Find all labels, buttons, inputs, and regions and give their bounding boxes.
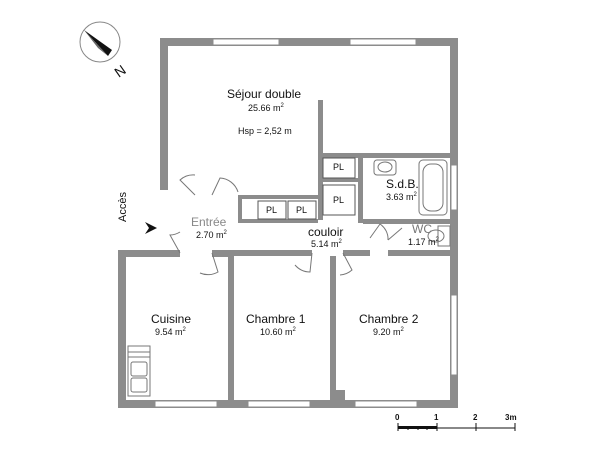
- room-area-couloir: 5.14 m2: [311, 239, 342, 249]
- scale-tick-label: 0: [395, 413, 400, 422]
- closet-label: PL: [333, 195, 345, 205]
- room-area-wc: 1.17 m2: [408, 237, 439, 247]
- room-area-chambre1: 10.60 m2: [260, 327, 296, 337]
- scale-tick-label: 3m: [505, 413, 517, 422]
- bathroom-sink: [373, 159, 397, 176]
- room-name-couloir: couloir: [308, 225, 344, 239]
- closet-outlines: [257, 157, 356, 220]
- room-name-chambre1: Chambre 1: [246, 312, 306, 326]
- room-area-sdb: 3.63 m2: [386, 192, 417, 202]
- room-name-sejour: Séjour double: [227, 87, 302, 101]
- north-compass-icon: [79, 21, 121, 63]
- scale-tick-label: 2: [473, 413, 478, 422]
- room-area-chambre2: 9.20 m2: [373, 327, 404, 337]
- room-name-cuisine: Cuisine: [151, 312, 192, 326]
- scale-bar: [397, 423, 516, 431]
- room-area-entree: 2.70 m2: [196, 230, 227, 240]
- room-name-sdb: S.d.B.: [386, 177, 419, 191]
- scale-tick-label: 1: [434, 413, 439, 422]
- room-name-chambre2: Chambre 2: [359, 312, 419, 326]
- room-area-cuisine: 9.54 m2: [155, 327, 186, 337]
- room-name-entree: Entrée: [191, 215, 227, 229]
- interior-walls: [228, 100, 458, 400]
- closet-label: PL: [296, 205, 308, 215]
- ceiling-height: Hsp = 2,52 m: [238, 126, 292, 136]
- access-arrow: [145, 222, 157, 234]
- toilet: [427, 225, 451, 247]
- bathtub: [418, 159, 448, 216]
- door-swings: [169, 174, 403, 276]
- access-label: Accès: [117, 192, 129, 222]
- room-name-wc: WC: [412, 222, 432, 236]
- closet-label: PL: [333, 162, 345, 172]
- windows: [154, 38, 458, 408]
- kitchen-sink: [127, 345, 151, 397]
- room-area-sejour: 25.66 m2: [248, 103, 284, 113]
- closet-label: PL: [266, 205, 278, 215]
